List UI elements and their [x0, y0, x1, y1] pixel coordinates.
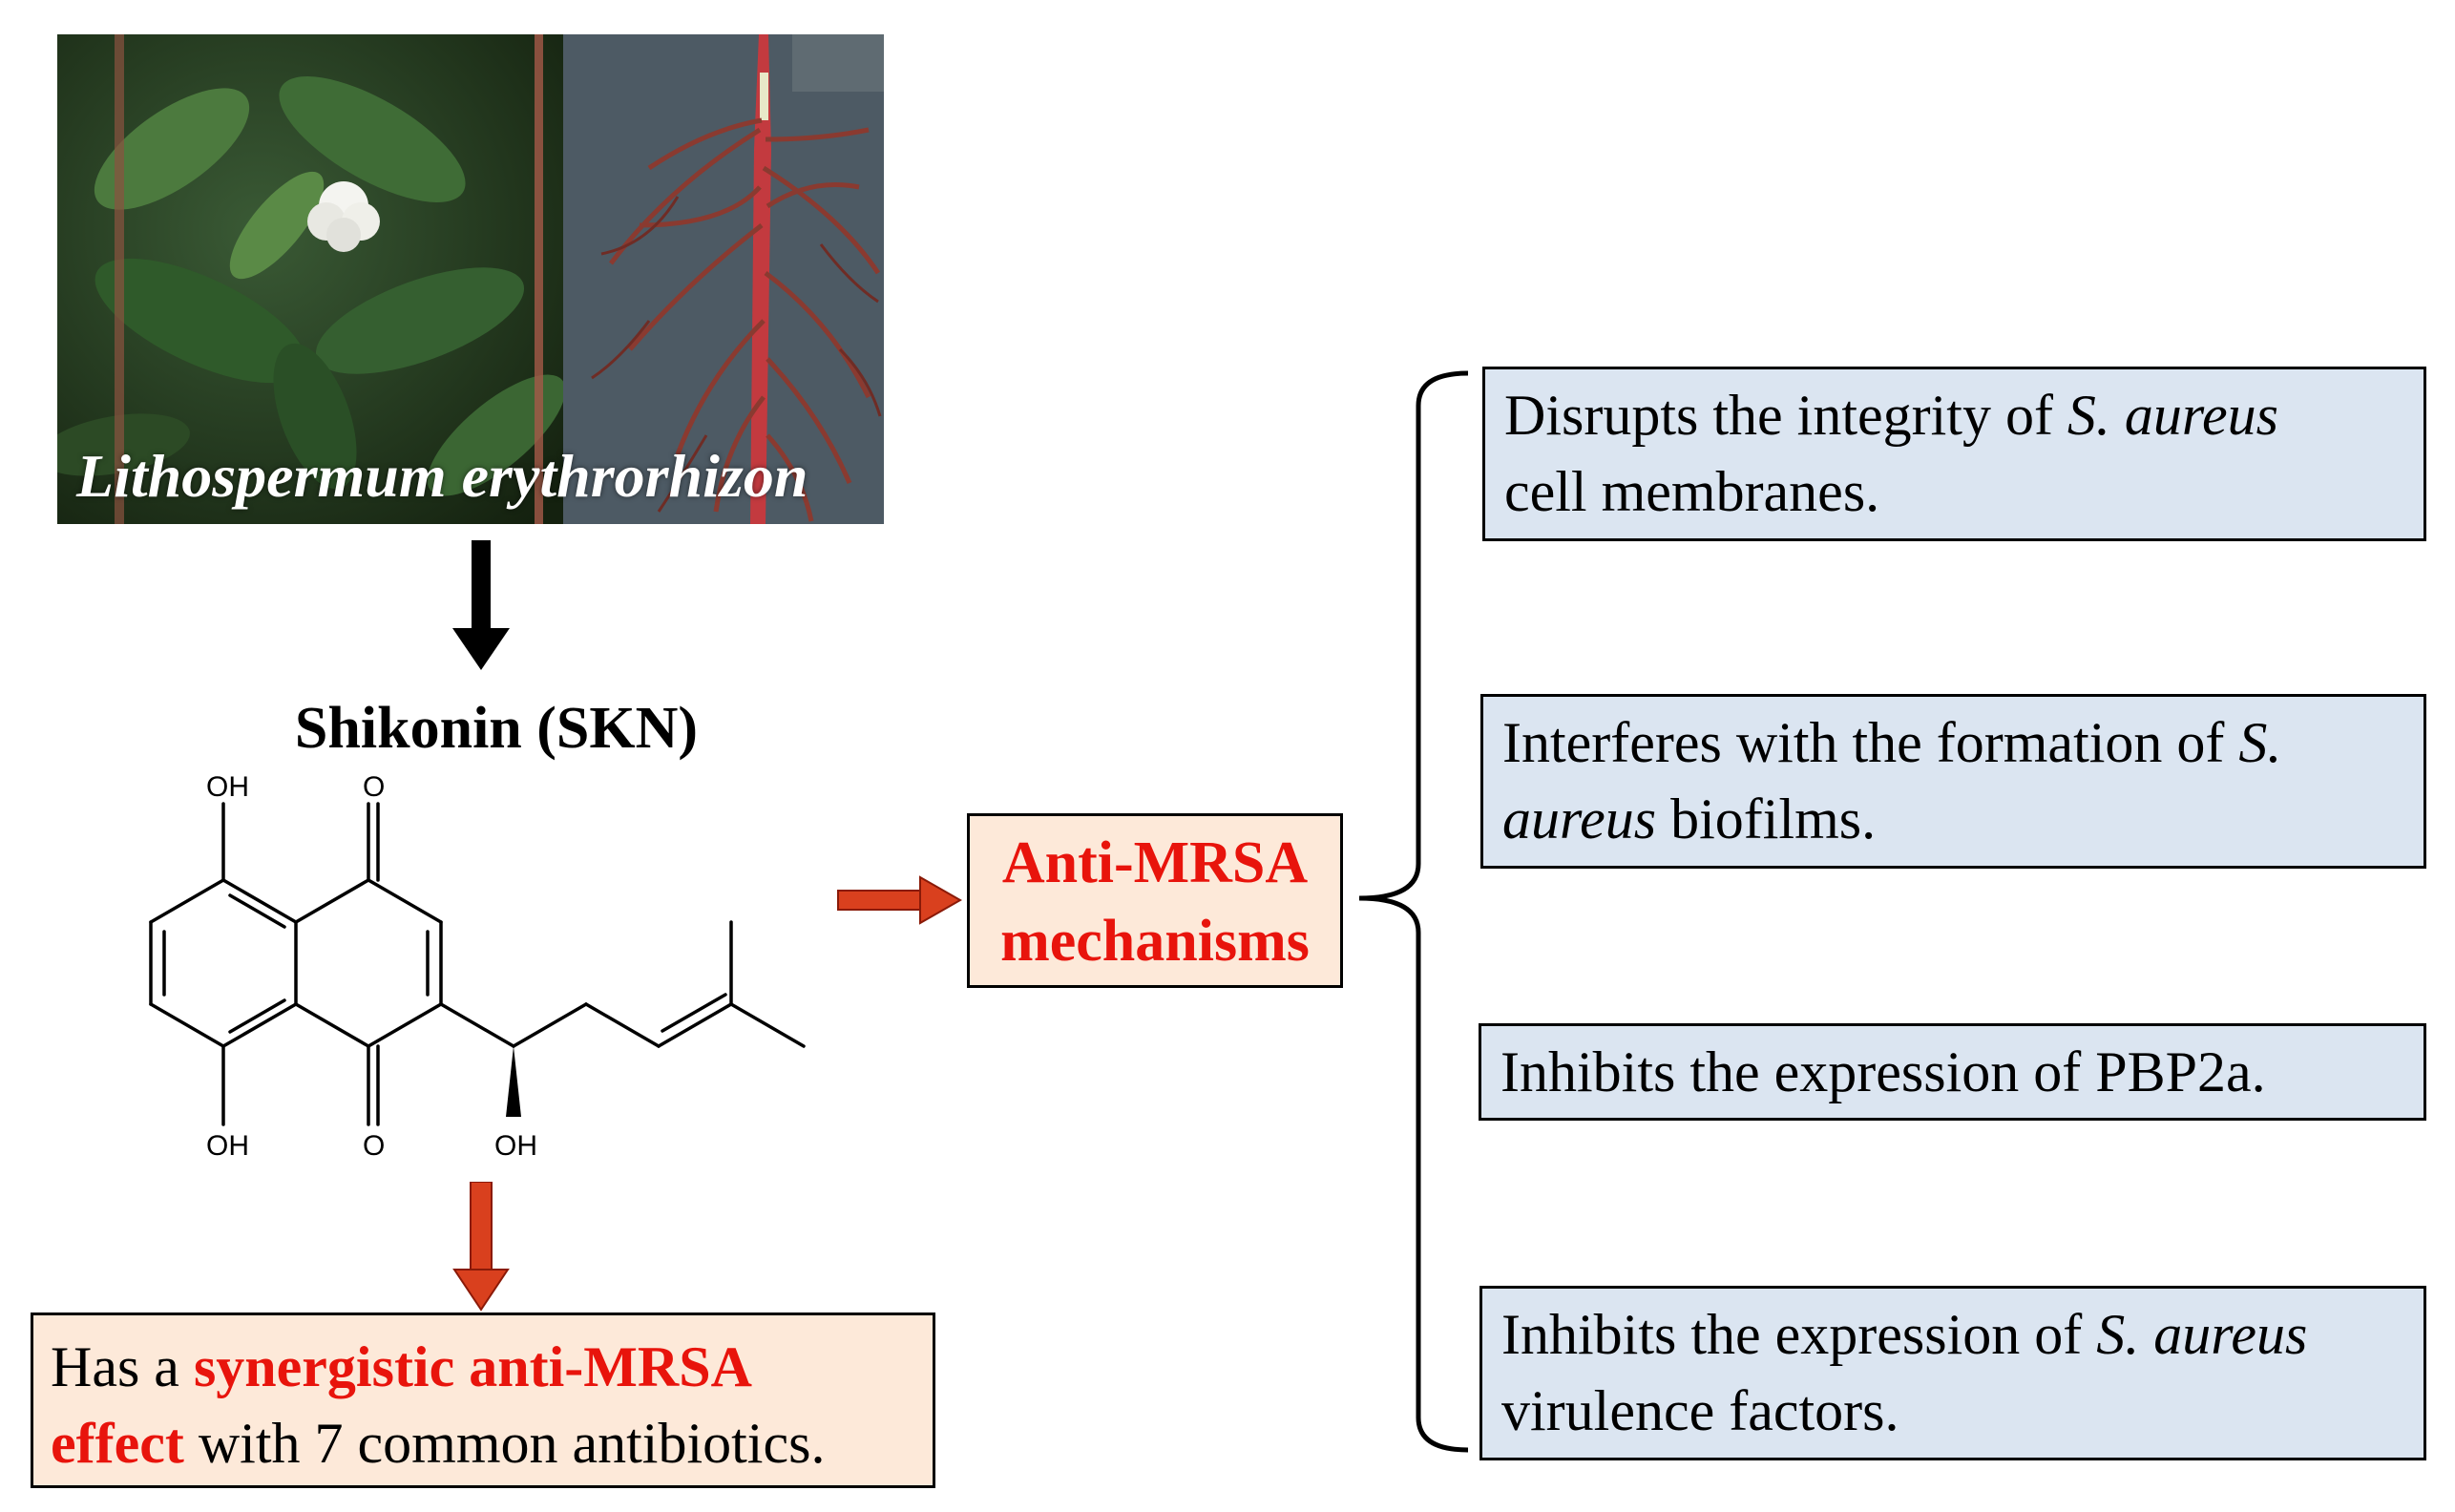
mechanism-1-text: Disrupts the integrity of: [1504, 384, 2067, 447]
red-down-arrow: [452, 1182, 510, 1312]
mechanism-3-text: Inhibits the expression of PBP2a.: [1500, 1040, 2266, 1103]
structure-bonds: [149, 802, 806, 1126]
mechanisms-label-line1: Anti-MRSA: [1001, 830, 1309, 895]
mechanisms-label-line2: mechanisms: [1000, 909, 1310, 974]
plant-root-image: [563, 34, 884, 524]
compound-name: Shikonin (SKN): [294, 696, 699, 761]
white-flower: [307, 181, 380, 252]
mechanism-2-species: aureus: [1502, 788, 1657, 850]
mechanism-4-text: Inhibits the expression of: [1501, 1303, 2097, 1366]
mechanism-box-biofilm: Interferes with the formation of S. aure…: [1480, 694, 2426, 869]
effect-highlight-1: synergistic anti-MRSA: [193, 1335, 752, 1398]
mechanism-4-species: S. aureus: [2096, 1303, 2308, 1366]
mechanism-2-line2: biofilms.: [1656, 788, 1877, 850]
mechanism-2-genus: S.: [2238, 711, 2282, 774]
mechanism-box-membrane: Disrupts the integrity of S. aureus cell…: [1482, 367, 2426, 541]
plant-species-caption: Lithospermum erythrorhizon: [76, 442, 808, 510]
curly-brace: [1358, 370, 1469, 1453]
mechanism-1-line2: cell membranes.: [1504, 460, 1880, 523]
effect-highlight-2: effect: [51, 1412, 184, 1475]
synergistic-effect-box: Has a synergistic anti-MRSA effect with …: [31, 1312, 935, 1488]
atom-label-o-top: O: [363, 771, 385, 803]
red-right-arrow: [837, 875, 962, 925]
effect-prefix: Has a: [51, 1335, 194, 1398]
anti-mrsa-mechanisms-box: Anti-MRSA mechanisms: [967, 813, 1343, 988]
mechanism-box-virulence: Inhibits the expression of S. aureus vir…: [1479, 1286, 2426, 1460]
plant-leaves-image: [57, 34, 566, 524]
mechanism-box-pbp2a: Inhibits the expression of PBP2a.: [1479, 1023, 2426, 1121]
mechanism-2-text: Interferes with the formation of: [1502, 711, 2239, 774]
atom-label-oh-side: OH: [494, 1130, 537, 1162]
black-down-arrow: [452, 540, 510, 670]
plant-photo: [57, 34, 884, 524]
mechanism-1-species: S. aureus: [2067, 384, 2279, 447]
atom-label-oh-top: OH: [206, 771, 249, 803]
atom-label-o-bottom: O: [363, 1130, 385, 1162]
atom-label-oh-bottom: OH: [206, 1130, 249, 1162]
mechanism-4-line2: virulence factors.: [1501, 1379, 1899, 1442]
wedge-bond: [506, 1046, 521, 1117]
effect-suffix: with 7 common antibiotics.: [183, 1412, 826, 1475]
shikonin-structure: OH O OH O OH: [149, 771, 806, 1162]
